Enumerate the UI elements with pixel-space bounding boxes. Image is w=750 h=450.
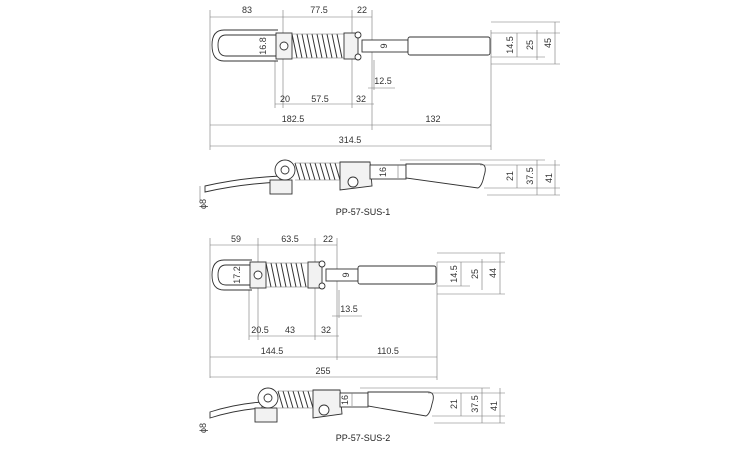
dim-21: 21 <box>505 171 515 181</box>
dim-32: 32 <box>356 94 366 104</box>
dim-43: 43 <box>285 325 295 335</box>
dim-14-5: 14.5 <box>505 36 515 54</box>
dim-144-5: 144.5 <box>261 346 284 356</box>
dim-41: 41 <box>544 173 554 183</box>
dim-21: 21 <box>449 399 459 409</box>
dim-314-5: 314.5 <box>339 135 362 145</box>
dim-25: 25 <box>470 269 480 279</box>
dim-14-5: 14.5 <box>449 265 459 283</box>
dim-9: 9 <box>341 272 351 277</box>
view2-top-view <box>209 238 505 380</box>
dim-12-5: 12.5 <box>374 76 392 86</box>
dim-132: 132 <box>425 114 440 124</box>
dim-13-5: 13.5 <box>340 304 358 314</box>
dim-37-5: 37.5 <box>470 395 480 413</box>
dim-77-5: 77.5 <box>310 5 328 15</box>
dim-16: 16 <box>340 395 350 405</box>
dim-20: 20 <box>280 94 290 104</box>
view1-dimension-labels: 83 77.5 22 20 57.5 32 12.5 182.5 132 314… <box>242 5 553 145</box>
view1-caption: PP-57-SUS-1 <box>336 207 391 217</box>
view1-side-dimension-labels: 16 21 37.5 41 ϕ8 <box>198 167 554 209</box>
dim-45: 45 <box>543 38 553 48</box>
dim-182-5: 182.5 <box>282 114 305 124</box>
dim-57-5: 57.5 <box>311 94 329 104</box>
view2-dimension-labels: 59 63.5 22 20.5 43 32 13.5 144.5 110.5 2… <box>231 234 498 376</box>
dim-16: 16 <box>378 167 388 177</box>
dim-255: 255 <box>315 366 330 376</box>
dim-83: 83 <box>242 5 252 15</box>
view2-side-dimension-labels: 16 21 37.5 41 ϕ8 <box>198 395 499 433</box>
dim-37-5: 37.5 <box>525 167 535 185</box>
dim-9: 9 <box>379 43 389 48</box>
dim-17-2: 17.2 <box>232 266 242 284</box>
view2-side-view <box>209 387 505 424</box>
view1-side-view <box>199 159 560 200</box>
dim-41: 41 <box>489 401 499 411</box>
view1-top-view <box>209 10 560 150</box>
dim-44: 44 <box>488 268 498 278</box>
dim-20-5: 20.5 <box>251 325 269 335</box>
dim-22: 22 <box>357 5 367 15</box>
dim-63-5: 63.5 <box>281 234 299 244</box>
dim-32: 32 <box>321 325 331 335</box>
dim-22: 22 <box>323 234 333 244</box>
view2-caption: PP-57-SUS-2 <box>336 433 391 443</box>
dim-59: 59 <box>231 234 241 244</box>
dim-110-5: 110.5 <box>377 346 399 356</box>
dim-25: 25 <box>525 40 535 50</box>
dim-phi-8: ϕ8 <box>198 423 208 433</box>
dim-phi-8: ϕ8 <box>198 199 208 209</box>
dim-16-8: 16.8 <box>258 37 268 55</box>
